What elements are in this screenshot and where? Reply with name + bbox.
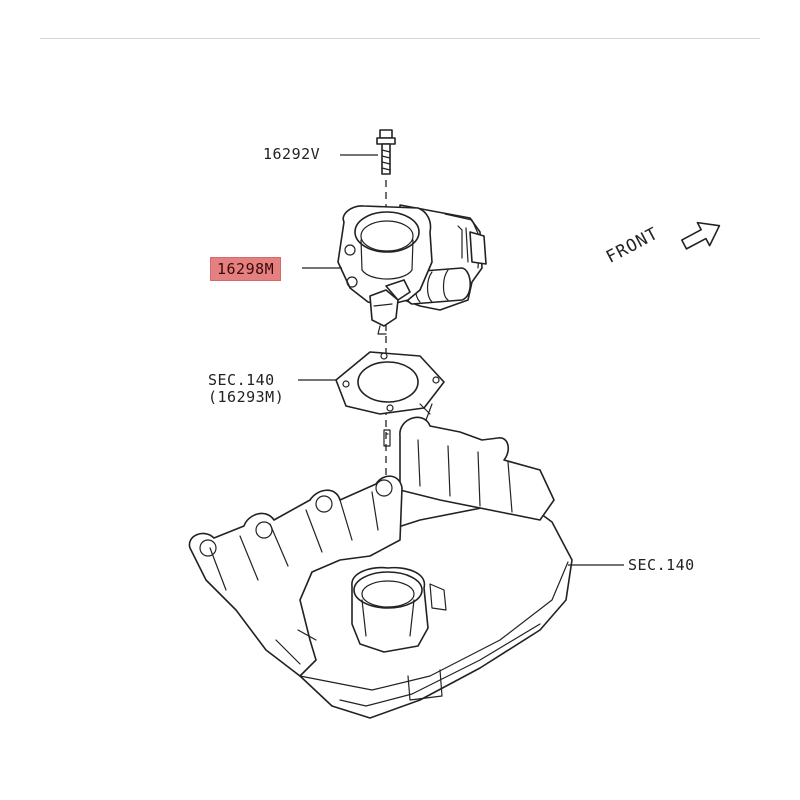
- bolt-part-number: 16292V: [263, 145, 321, 163]
- throttle-body-part[interactable]: [337, 204, 487, 335]
- intake-manifold-part[interactable]: [188, 403, 573, 719]
- top-divider: [40, 38, 760, 39]
- front-direction-arrow-icon: [680, 221, 721, 250]
- throttle-body-part-number[interactable]: 16298M: [210, 257, 282, 281]
- bolt-part[interactable]: [376, 129, 396, 175]
- gasket-part[interactable]: [335, 351, 445, 415]
- gasket-part-number: (16293M): [208, 388, 285, 406]
- manifold-section-label: SEC.140: [628, 556, 695, 574]
- gasket-section-label: SEC.140: [208, 371, 275, 389]
